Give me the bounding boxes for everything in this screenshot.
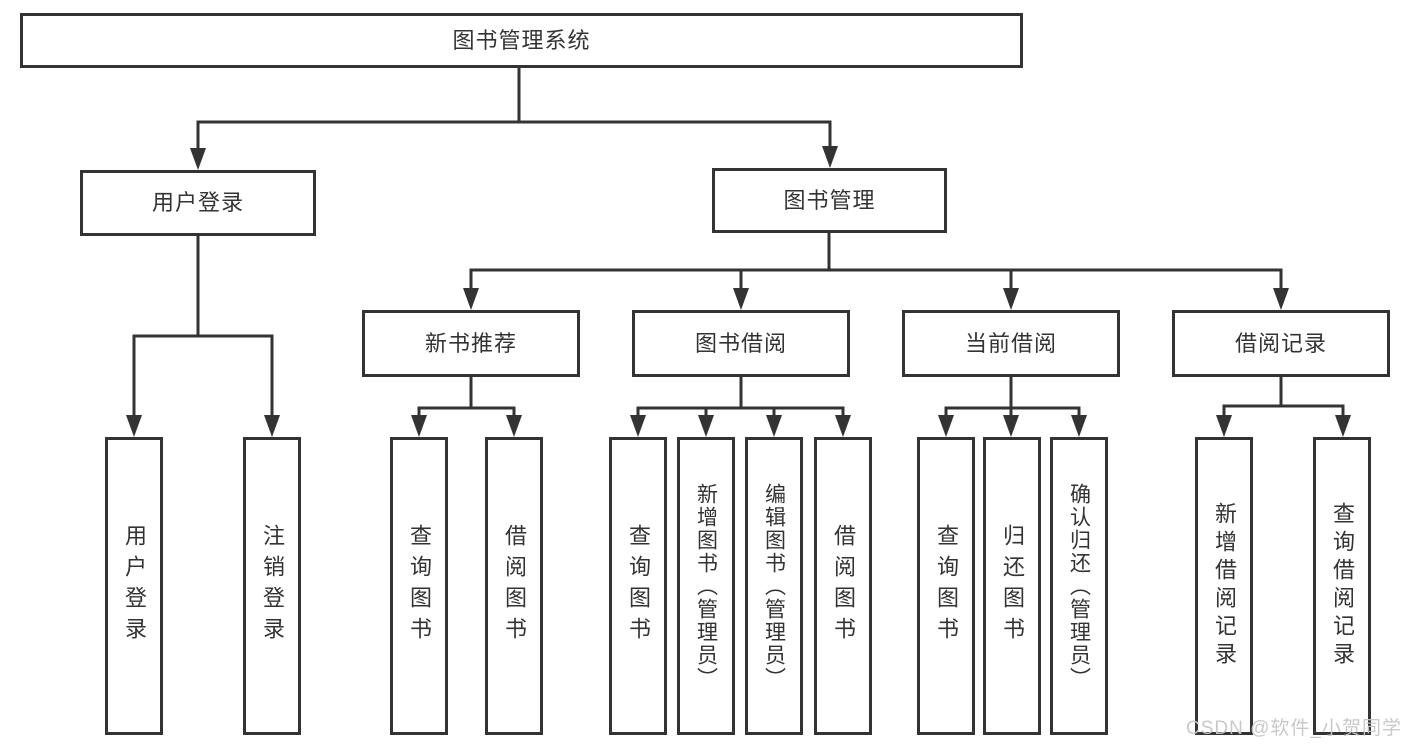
- node-current-borrow: 当前借阅: [902, 310, 1120, 377]
- node-leaf-user-login: 用户登录: [105, 437, 163, 735]
- node-book-borrow-label: 图书借阅: [694, 330, 787, 356]
- arrowheads: [126, 146, 1351, 437]
- arrowhead: [938, 415, 954, 437]
- node-leaf-bb-edit-label: 编辑图书（管理员）: [762, 482, 786, 690]
- node-book-mgmt: 图书管理: [712, 168, 947, 233]
- node-borrow-records: 借阅记录: [1172, 310, 1390, 377]
- node-leaf-br-query-label: 查询借阅记录: [1330, 502, 1355, 670]
- node-leaf-bb-add-label: 新增图书（管理员）: [694, 482, 718, 690]
- node-new-books-label: 新书推荐: [424, 330, 517, 356]
- arrowhead: [698, 415, 714, 437]
- edge-borrow-records-children: [1222, 377, 1345, 419]
- node-new-books: 新书推荐: [362, 310, 580, 377]
- node-book-mgmt-label: 图书管理: [783, 187, 876, 213]
- arrowhead: [463, 288, 479, 310]
- arrowhead: [506, 415, 522, 437]
- edge-new-books-children: [417, 377, 516, 419]
- node-leaf-nb-query-label: 查询图书: [407, 524, 432, 648]
- node-leaf-nb-borrow-label: 借阅图书: [502, 524, 527, 648]
- node-leaf-br-add: 新增借阅记录: [1195, 437, 1253, 735]
- watermark: CSDN @软件_小贺同学: [1186, 718, 1402, 739]
- node-leaf-bb-borrow-label: 借阅图书: [831, 524, 856, 648]
- arrowhead: [190, 148, 206, 170]
- edge-book-borrow-children: [636, 377, 845, 419]
- node-leaf-bb-borrow: 借阅图书: [814, 437, 872, 735]
- arrowhead: [1071, 415, 1087, 437]
- edge-user-login-children: [132, 236, 274, 419]
- arrowhead: [411, 415, 427, 437]
- node-leaf-bb-query-label: 查询图书: [626, 524, 651, 648]
- edge-book-mgmt-children: [469, 233, 1283, 292]
- arrowhead: [1273, 288, 1289, 310]
- arrowhead: [1003, 288, 1019, 310]
- node-leaf-bb-query: 查询图书: [609, 437, 667, 735]
- node-leaf-user-login-label: 用户登录: [122, 524, 147, 648]
- arrowhead: [126, 415, 142, 437]
- node-leaf-br-query: 查询借阅记录: [1313, 437, 1371, 735]
- node-leaf-bb-edit: 编辑图书（管理员）: [745, 437, 803, 735]
- node-leaf-logout: 注销登录: [243, 437, 301, 735]
- node-leaf-bb-add: 新增图书（管理员）: [677, 437, 735, 735]
- node-borrow-records-label: 借阅记录: [1234, 330, 1327, 356]
- arrowhead: [630, 415, 646, 437]
- node-user-login-label: 用户登录: [151, 190, 244, 215]
- arrowhead: [835, 415, 851, 437]
- arrowhead: [1003, 415, 1019, 437]
- node-user-login: 用户登录: [80, 170, 316, 236]
- arrowhead: [1335, 415, 1351, 437]
- edge-root-children: [196, 68, 832, 152]
- arrowhead: [766, 415, 782, 437]
- node-leaf-nb-borrow: 借阅图书: [485, 437, 543, 735]
- node-current-borrow-label: 当前借阅: [964, 330, 1057, 356]
- edge-lines: [132, 68, 1345, 419]
- arrowhead: [264, 415, 280, 437]
- node-root: 图书管理系统: [20, 13, 1023, 68]
- node-leaf-cb-query-label: 查询图书: [934, 524, 959, 648]
- arrowhead: [1216, 415, 1232, 437]
- node-leaf-cb-confirm: 确认归还（管理员）: [1050, 437, 1108, 735]
- node-root-label: 图书管理系统: [452, 27, 591, 53]
- node-leaf-cb-return: 归还图书: [983, 437, 1041, 735]
- node-leaf-br-add-label: 新增借阅记录: [1212, 502, 1237, 670]
- node-leaf-cb-query: 查询图书: [917, 437, 975, 735]
- node-leaf-nb-query: 查询图书: [390, 437, 448, 735]
- node-leaf-cb-return-label: 归还图书: [1000, 524, 1025, 648]
- node-book-borrow: 图书借阅: [632, 310, 850, 377]
- edge-current-borrow-children: [944, 377, 1081, 419]
- arrowhead: [733, 288, 749, 310]
- node-leaf-logout-label: 注销登录: [260, 524, 285, 648]
- node-leaf-cb-confirm-label: 确认归还（管理员）: [1067, 482, 1091, 690]
- arrowhead: [822, 146, 838, 168]
